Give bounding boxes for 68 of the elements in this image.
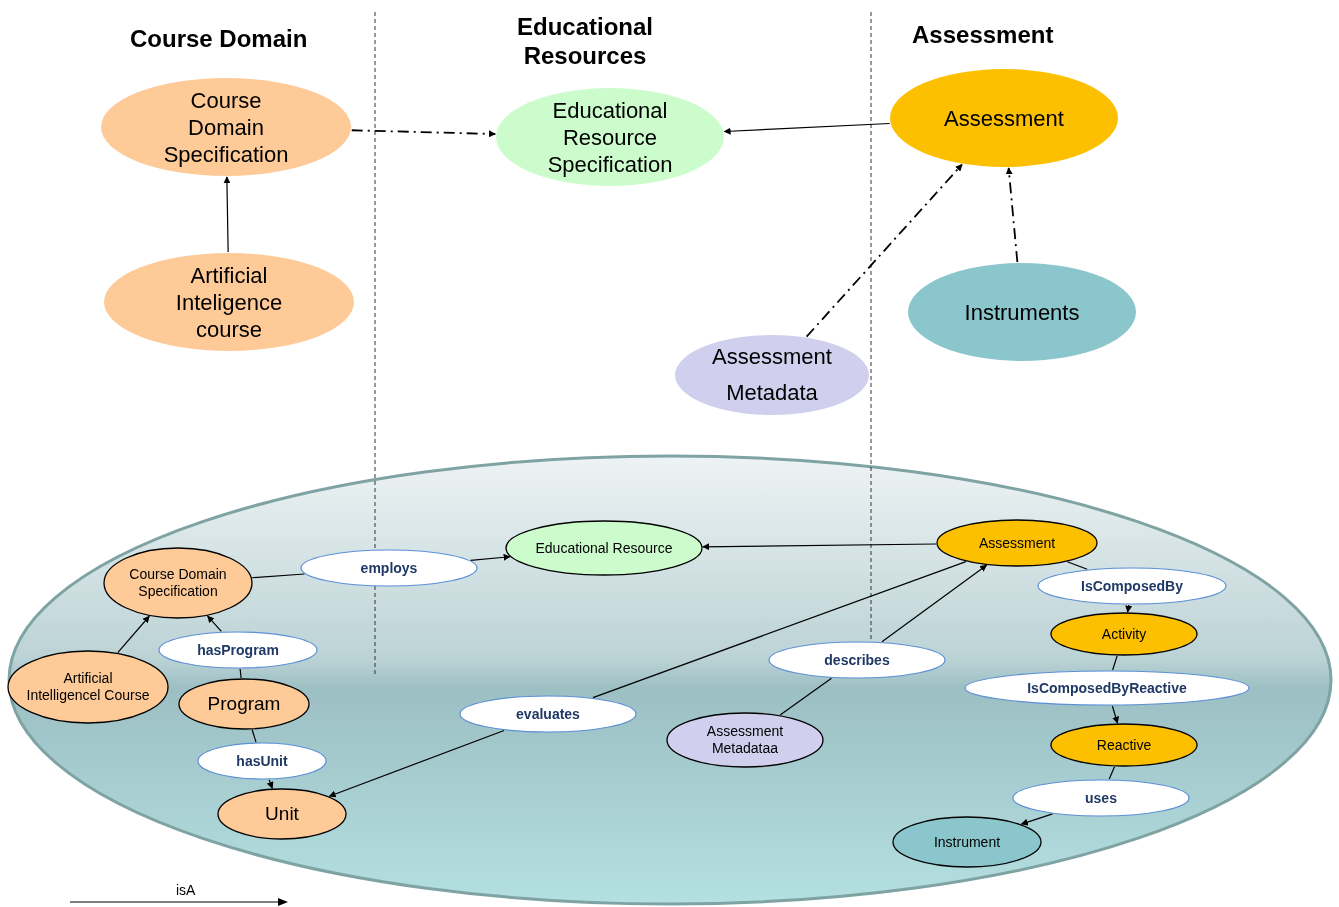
concept-ellipse — [907, 262, 1137, 362]
node-label: uses — [1085, 788, 1117, 808]
node-label: employs — [360, 558, 418, 578]
ontology-area-ellipse — [8, 455, 1332, 905]
relation-ellipse — [964, 670, 1250, 706]
arrow — [328, 729, 505, 798]
concept-ellipse — [100, 77, 352, 177]
node-label: IsComposedByReactive — [1027, 678, 1187, 698]
node-label: Artificial Inteligence course — [174, 261, 284, 343]
node-label: Assessment — [978, 534, 1056, 552]
node-label: Educational Resource Specification — [546, 96, 674, 178]
node-label: Course Domain Specification — [128, 566, 228, 600]
node-label: Instrument — [933, 833, 1001, 851]
arrow — [1020, 813, 1054, 826]
concept-ellipse — [674, 334, 870, 416]
arrow — [702, 543, 937, 551]
class-ellipse — [505, 520, 703, 576]
section-heading: Assessment — [912, 20, 1055, 49]
class-ellipse — [892, 816, 1042, 868]
node-label: Assessment Metadataa — [705, 723, 785, 757]
concept-ellipse — [495, 87, 725, 187]
node-label: Reactive — [1096, 736, 1152, 754]
section-heading: Educational Resources — [516, 12, 654, 70]
node-label: describes — [824, 650, 890, 670]
relation-ellipse — [158, 631, 318, 669]
node-label: hasProgram — [197, 640, 279, 660]
arrow — [805, 163, 963, 338]
arrow — [1111, 705, 1119, 724]
class-ellipse — [936, 519, 1098, 567]
arrow — [223, 176, 231, 253]
arrow — [1005, 167, 1019, 263]
node-label: Assessment — [944, 104, 1064, 132]
relation-ellipse — [1012, 779, 1190, 817]
arrow — [266, 779, 274, 789]
relation-ellipse — [300, 549, 478, 587]
node-label: evaluates — [516, 704, 580, 724]
relation-ellipse — [1037, 567, 1227, 605]
class-ellipse — [1050, 723, 1198, 767]
section-heading: Course Domain — [130, 24, 309, 53]
arrow — [350, 129, 497, 138]
class-ellipse — [178, 678, 310, 730]
arrow — [1125, 604, 1133, 613]
node-label: Unit — [265, 803, 299, 825]
legend-label: isA — [176, 882, 196, 898]
node-label: Artificial Intelligencel Course — [26, 670, 150, 704]
arrow — [207, 615, 222, 632]
arrow — [723, 122, 891, 135]
node-label: hasUnit — [236, 751, 288, 771]
arrow — [470, 553, 511, 561]
node-label: Instruments — [964, 298, 1080, 326]
class-ellipse — [1050, 612, 1198, 656]
node-label: IsComposedBy — [1081, 576, 1183, 596]
arrow — [881, 564, 988, 643]
relation-ellipse — [459, 695, 637, 733]
concept-ellipse — [889, 68, 1119, 168]
class-ellipse — [7, 650, 169, 724]
class-ellipse — [666, 712, 824, 768]
relation-ellipse — [197, 742, 327, 780]
class-ellipse — [103, 547, 253, 619]
node-label: Course Domain Specification — [162, 86, 290, 168]
node-label: Assessment Metadata — [711, 343, 833, 407]
arrow — [117, 615, 150, 654]
class-ellipse — [217, 788, 347, 840]
node-label: Activity — [1101, 625, 1147, 643]
relation-ellipse — [768, 641, 946, 679]
node-label: Program — [207, 693, 281, 715]
concept-ellipse — [103, 252, 355, 352]
node-label: Educational Resource — [535, 539, 673, 557]
